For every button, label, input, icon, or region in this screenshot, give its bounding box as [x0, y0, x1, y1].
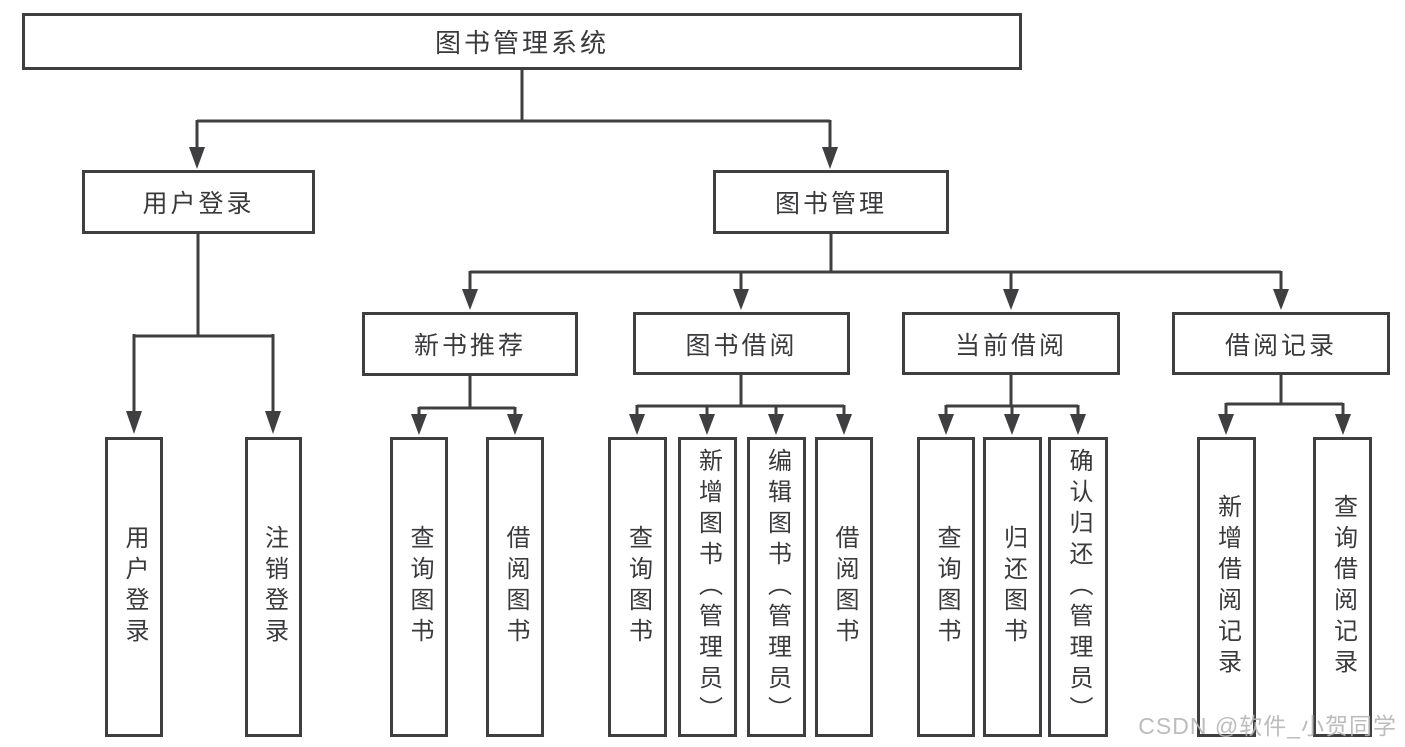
leaf-borrow-book-label: 借阅图书 [831, 525, 858, 649]
leaf-query-borrow-record: 查询借阅记录 [1313, 437, 1372, 737]
leaf-confirm-return-admin-label: 确认归还（管理员） [1065, 447, 1092, 727]
leaf-user-login-label: 用户登录 [121, 525, 148, 649]
node-book-borrow: 图书借阅 [633, 312, 850, 375]
arrowhead-icon [1218, 414, 1234, 435]
node-borrow-record-label: 借阅记录 [1224, 331, 1337, 360]
leaf-query-borrow-record-label: 查询借阅记录 [1329, 494, 1357, 680]
leaf-borrow-query-book-label: 查询图书 [624, 525, 652, 649]
arrowhead-icon [507, 414, 523, 435]
arrowhead-icon [1335, 414, 1351, 435]
leaf-borrow-query-book: 查询图书 [608, 437, 667, 737]
leaf-logout-label: 注销登录 [260, 525, 288, 649]
arrowhead-icon [836, 414, 852, 435]
leaf-recommend-query-book-label: 查询图书 [406, 525, 433, 649]
arrowhead-icon [1004, 414, 1020, 435]
leaf-borrow-book: 借阅图书 [815, 437, 873, 737]
leaf-user-login: 用户登录 [105, 437, 163, 737]
arrowhead-icon [1273, 289, 1289, 310]
arrowhead-icon [938, 414, 954, 435]
leaf-current-query-book-label: 查询图书 [933, 525, 960, 649]
node-book-borrow-label: 图书借阅 [685, 331, 798, 360]
node-current-borrow: 当前借阅 [902, 312, 1120, 375]
node-user-login-label: 用户登录 [142, 190, 255, 218]
node-new-book-recommend-label: 新书推荐 [413, 332, 526, 360]
leaf-return-book: 归还图书 [983, 437, 1042, 737]
arrowhead-icon [699, 414, 715, 435]
leaf-edit-book-admin-label: 编辑图书（管理员） [763, 447, 791, 727]
leaf-edit-book-admin: 编辑图书（管理员） [747, 437, 806, 737]
node-book-management: 图书管理 [713, 170, 949, 234]
arrowhead-icon [265, 411, 281, 434]
arrowhead-icon [822, 147, 838, 169]
leaf-current-query-book: 查询图书 [917, 437, 975, 737]
arrowhead-icon [1003, 289, 1019, 310]
leaf-recommend-borrow-book-label: 借阅图书 [502, 525, 529, 649]
arrowhead-icon [733, 289, 749, 310]
arrowhead-icon [462, 289, 478, 310]
leaf-logout: 注销登录 [245, 437, 302, 737]
leaf-recommend-borrow-book: 借阅图书 [486, 437, 544, 737]
arrowhead-icon [189, 147, 205, 169]
arrowhead-icon [411, 414, 427, 435]
arrowhead-icon [126, 411, 142, 434]
node-borrow-record: 借阅记录 [1172, 312, 1390, 375]
arrowhead-icon [1070, 414, 1086, 435]
node-new-book-recommend: 新书推荐 [362, 312, 578, 376]
node-root: 图书管理系统 [22, 13, 1022, 70]
leaf-confirm-return-admin: 确认归还（管理员） [1048, 437, 1108, 737]
leaf-add-book-admin-label: 新增图书（管理员） [694, 447, 722, 727]
node-current-borrow-label: 当前借阅 [954, 331, 1067, 360]
node-root-label: 图书管理系统 [434, 28, 609, 58]
node-user-login: 用户登录 [82, 170, 315, 234]
leaf-recommend-query-book: 查询图书 [390, 437, 448, 737]
leaf-add-book-admin: 新增图书（管理员） [678, 437, 737, 737]
arrowhead-icon [768, 414, 784, 435]
leaf-return-book-label: 归还图书 [999, 525, 1027, 649]
leaf-add-borrow-record: 新增借阅记录 [1197, 437, 1256, 737]
node-book-management-label: 图书管理 [774, 190, 887, 218]
arrowhead-icon [629, 414, 645, 435]
watermark: CSDN @软件_小贺同学 [1138, 713, 1397, 739]
leaf-add-borrow-record-label: 新增借阅记录 [1213, 494, 1241, 680]
